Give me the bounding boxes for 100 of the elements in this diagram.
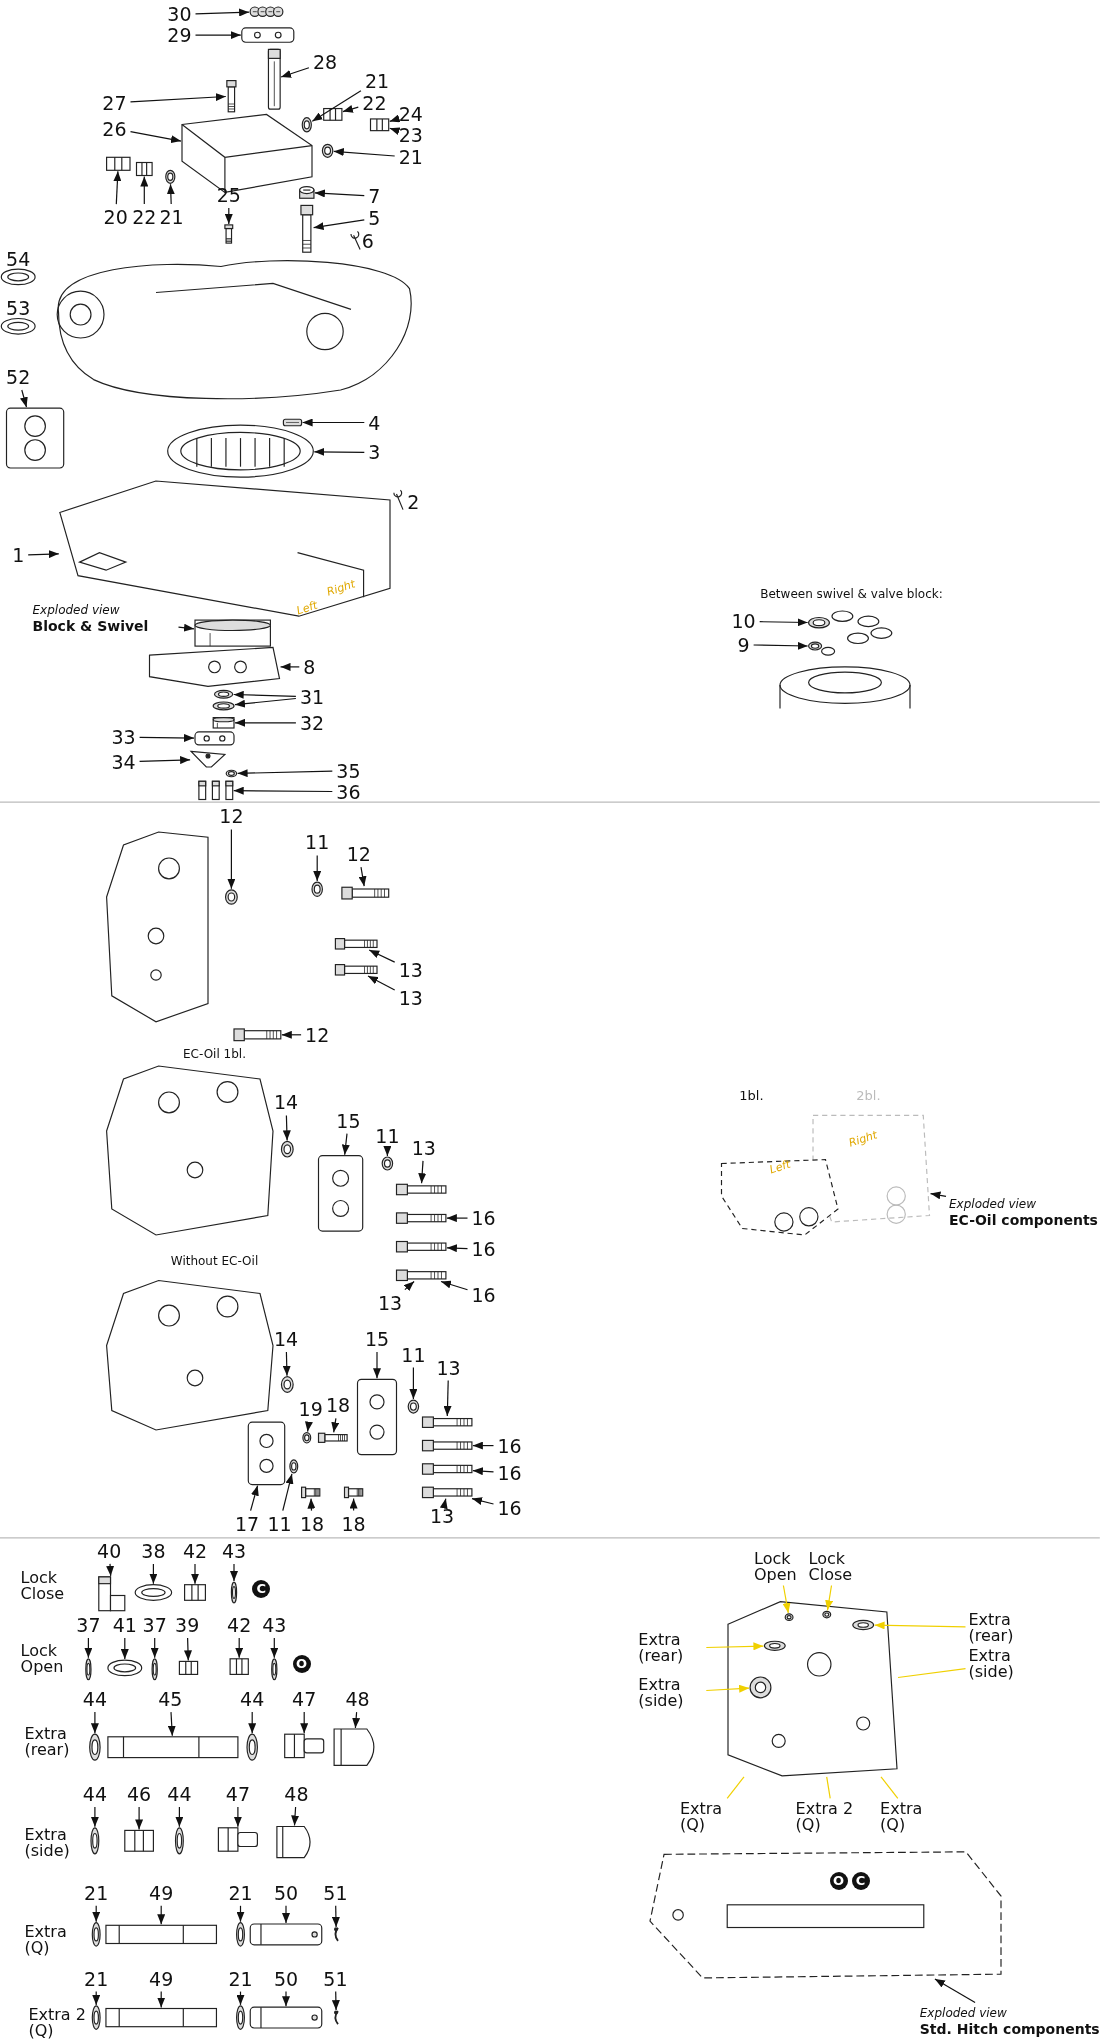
o-ring-drawing	[212, 701, 235, 711]
coupler-drawing	[249, 2006, 323, 2029]
leader-line	[233, 786, 333, 795]
o-ring-drawing	[89, 1733, 101, 1761]
callout-number: 43	[220, 1540, 248, 1561]
callout-number: 21	[83, 1882, 110, 1903]
leader-line	[139, 733, 195, 742]
port-drawing	[763, 1640, 786, 1651]
o-ring-drawing	[321, 143, 334, 158]
bolt-drawing	[334, 938, 378, 950]
callout-number: 48	[283, 1784, 310, 1804]
callout-number: 27	[101, 92, 128, 113]
leader-line	[129, 93, 227, 103]
leader-line	[314, 189, 365, 198]
callout-label: Extra (rear)	[968, 1611, 1034, 1644]
callout-number: 2	[407, 490, 420, 513]
leader-line	[305, 1421, 313, 1433]
view-caption: Exploded view	[32, 602, 121, 618]
port-drawing	[822, 1610, 832, 1619]
callout-number: 44	[81, 1689, 108, 1710]
leader-line	[373, 1351, 381, 1379]
side-label: Left	[294, 598, 319, 618]
leader-line	[90, 1711, 99, 1734]
callout-number: 8	[302, 656, 317, 677]
leader-line	[331, 1905, 340, 1928]
callout-number: 22	[131, 207, 158, 228]
callout-number: 42	[226, 1615, 253, 1635]
bolt-drawing	[421, 1439, 473, 1452]
callout-number: 13	[397, 959, 424, 980]
leader-line	[311, 90, 362, 122]
callout-number: 14	[272, 1092, 300, 1113]
callout-number: 13	[410, 1137, 437, 1158]
callout-number: 47	[224, 1784, 251, 1804]
leader-line	[282, 1351, 291, 1377]
callout-number: 49	[148, 1882, 175, 1903]
gasket-drawing	[134, 1584, 173, 1601]
sensor-drawing	[267, 48, 281, 110]
leader-line	[236, 1991, 245, 2006]
hitch-drawing	[649, 1851, 1002, 1979]
callout-number: 15	[335, 1110, 362, 1131]
leader-line	[84, 1637, 93, 1659]
view-caption: Exploded view	[919, 2005, 1008, 2021]
section-heading: EC-Oil 1bl.	[183, 1047, 246, 1062]
leader-line	[236, 1905, 245, 1923]
leader-line	[270, 1637, 279, 1659]
callout-number: 29	[166, 25, 193, 46]
bolt-drawing	[395, 1269, 447, 1282]
callout-number: 23	[397, 125, 424, 146]
washer-drawing	[213, 689, 234, 699]
row-label: Extra (Q)	[24, 1923, 68, 1956]
section-heading: Between swivel & valve block:	[760, 587, 943, 602]
callout-number: 12	[304, 1024, 331, 1045]
o-ring-drawing	[230, 1581, 238, 1604]
leader-line	[826, 1776, 831, 1799]
fitting-drawing	[229, 1658, 249, 1675]
cap-drawing	[299, 185, 315, 199]
cover-plate-drawing	[5, 407, 65, 469]
leader-line	[282, 1905, 290, 1924]
leader-line	[230, 1563, 238, 1582]
bolt-drawing	[395, 1212, 447, 1224]
leader-line	[389, 127, 401, 136]
callout-number: 33	[110, 727, 137, 748]
callout-number: 42	[181, 1540, 209, 1561]
callout-label: Lock Close	[808, 1550, 861, 1583]
callout-number: 41	[111, 1615, 138, 1635]
callout-number: 16	[470, 1208, 497, 1229]
leader-line	[403, 1280, 415, 1292]
leader-line	[140, 175, 149, 205]
leader-line	[352, 1711, 361, 1729]
bolt-drawing	[341, 886, 390, 900]
leader-line	[440, 1280, 469, 1291]
o-ring-drawing	[90, 1827, 100, 1855]
o-ring-drawing	[289, 1459, 299, 1474]
leader-line	[184, 1637, 192, 1661]
callout-number: 28	[311, 52, 339, 73]
leader-line	[726, 1776, 745, 1799]
valve-block-drawing	[727, 1601, 898, 1777]
side-label: Right	[847, 1128, 879, 1150]
callout-number: 13	[376, 1292, 404, 1313]
callout-number: 22	[361, 92, 388, 113]
port-drawing	[749, 1676, 772, 1699]
callout-label: Extra (side)	[968, 1648, 1034, 1680]
callout-number: 17	[233, 1513, 261, 1534]
leader-line	[302, 418, 365, 427]
gasket-drawing	[107, 1659, 143, 1677]
o-ring-drawing	[301, 117, 312, 133]
side-label: Left	[767, 1157, 793, 1177]
bushing-drawing	[212, 717, 235, 729]
block-label: 1bl.	[739, 1087, 764, 1103]
leader-line	[248, 1711, 257, 1734]
leader-line	[471, 1497, 495, 1505]
leader-line	[418, 1160, 427, 1184]
pin-drawing	[224, 224, 234, 244]
leader-line	[782, 1584, 791, 1614]
callout-number: 26	[101, 118, 128, 139]
callout-number: 31	[298, 686, 326, 707]
callout-number: 51	[322, 1882, 349, 1903]
callout-number: 11	[400, 1344, 427, 1365]
dust-cap-drawing	[276, 1825, 311, 1859]
leader-line	[92, 1991, 101, 2006]
